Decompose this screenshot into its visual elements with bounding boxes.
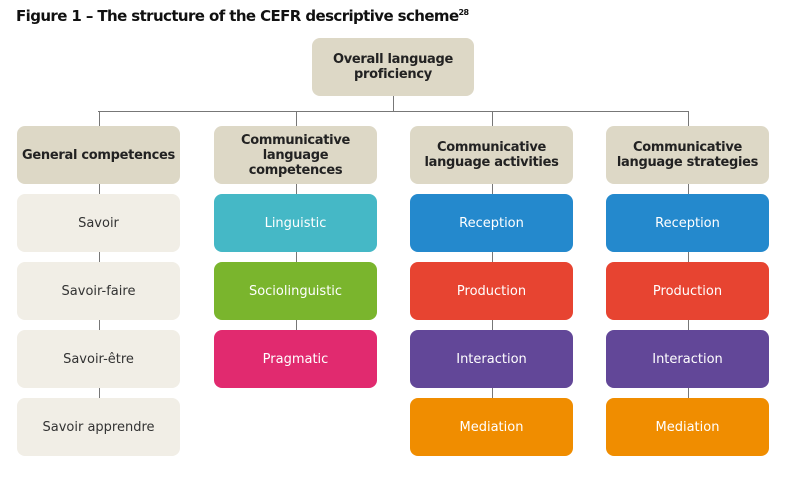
- connector-to-column-0: [99, 111, 100, 126]
- node-production: Production: [410, 262, 573, 320]
- connector-line: [99, 184, 100, 194]
- node-label: Production: [652, 283, 723, 299]
- connector-line: [688, 252, 689, 262]
- column-header-text: language competences: [248, 147, 343, 178]
- connector-horizontal: [98, 111, 689, 112]
- root-label-line1: Overall language: [332, 52, 454, 67]
- connector-line: [296, 320, 297, 330]
- connector-line: [492, 320, 493, 330]
- connector-line: [296, 184, 297, 194]
- footnote-marker: 28: [458, 8, 470, 17]
- column-header-text: language activities: [424, 155, 559, 170]
- node-label: Production: [456, 283, 527, 299]
- node-savoir-tre: Savoir-être: [17, 330, 180, 388]
- connector-line: [688, 184, 689, 194]
- node-label: Savoir apprendre: [42, 419, 155, 435]
- node-label: Interaction: [652, 351, 723, 367]
- node-label: Sociolinguistic: [248, 283, 343, 299]
- connector-to-column-1: [296, 111, 297, 126]
- node-label: Savoir-être: [63, 351, 134, 367]
- node-label: Reception: [459, 215, 524, 231]
- connector-line: [296, 252, 297, 262]
- connector-line: [492, 184, 493, 194]
- node-sociolinguistic: Sociolinguistic: [214, 262, 377, 320]
- node-label: Linguistic: [264, 215, 327, 231]
- node-production: Production: [606, 262, 769, 320]
- root-label-line2: proficiency: [354, 67, 432, 82]
- node-label: Mediation: [655, 419, 720, 435]
- connector-to-column-3: [688, 111, 689, 126]
- node-label: Interaction: [456, 351, 527, 367]
- node-label: Pragmatic: [262, 351, 329, 367]
- figure-title-text: Figure 1 – The structure of the CEFR des…: [16, 7, 459, 25]
- node-mediation: Mediation: [606, 398, 769, 456]
- column-header-text: Communicative: [632, 140, 743, 155]
- connector-line: [688, 388, 689, 398]
- node-label: Mediation: [459, 419, 524, 435]
- node-label: Savoir-faire: [61, 283, 136, 299]
- node-savoir-apprendre: Savoir apprendre: [17, 398, 180, 456]
- node-linguistic: Linguistic: [214, 194, 377, 252]
- connector-line: [492, 252, 493, 262]
- connector-line: [492, 388, 493, 398]
- node-label: Reception: [655, 215, 720, 231]
- column-header-text: Communicative: [436, 140, 547, 155]
- node-reception: Reception: [606, 194, 769, 252]
- node-interaction: Interaction: [606, 330, 769, 388]
- connector-line: [99, 388, 100, 398]
- column-header-text: General competences: [22, 147, 175, 163]
- connector-line: [688, 320, 689, 330]
- column-header-text: Communicative: [240, 132, 351, 148]
- figure-title: Figure 1 – The structure of the CEFR des…: [16, 7, 470, 25]
- node-pragmatic: Pragmatic: [214, 330, 377, 388]
- connector-line: [99, 252, 100, 262]
- connector-to-column-2: [492, 111, 493, 126]
- column-header-0: General competences: [17, 126, 180, 184]
- connector-line: [99, 320, 100, 330]
- node-mediation: Mediation: [410, 398, 573, 456]
- node-interaction: Interaction: [410, 330, 573, 388]
- connector-root-down: [393, 96, 394, 111]
- node-label: Savoir: [78, 215, 119, 231]
- node-savoir-faire: Savoir-faire: [17, 262, 180, 320]
- node-reception: Reception: [410, 194, 573, 252]
- node-savoir: Savoir: [17, 194, 180, 252]
- column-header-text: language strategies: [616, 155, 759, 170]
